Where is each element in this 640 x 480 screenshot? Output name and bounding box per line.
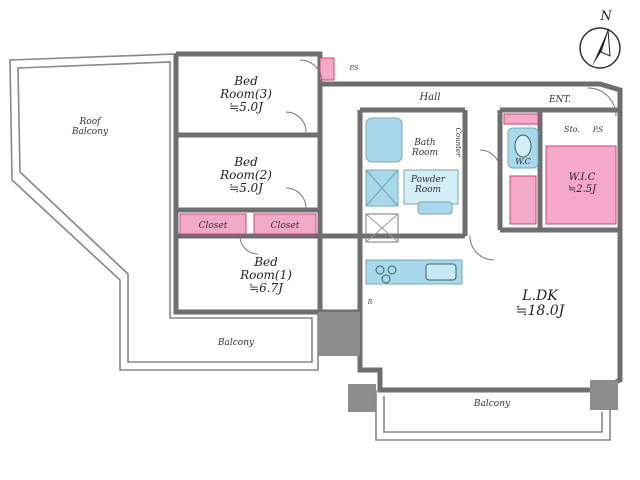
shoe-closet xyxy=(509,175,537,225)
compass-ring xyxy=(579,27,621,69)
walk-in-closet xyxy=(545,145,617,225)
column-south-west xyxy=(348,384,376,412)
north-arrow-icon xyxy=(592,30,608,66)
closet-a-label: Closet xyxy=(199,221,228,231)
south-balcony-outline xyxy=(375,390,611,441)
storage-label: Sto. xyxy=(564,125,580,134)
small-closet xyxy=(319,57,335,81)
wc-shelf xyxy=(503,113,539,125)
hall-label: Hall xyxy=(418,92,440,103)
entrance-label: ENT. xyxy=(548,95,571,105)
r-mark-label: R xyxy=(367,299,373,306)
wash-basin xyxy=(417,201,453,215)
fridge-space xyxy=(365,213,399,243)
counter-label: Counter xyxy=(454,128,462,158)
powder-room-floor xyxy=(403,169,459,205)
stove-burner-icon xyxy=(375,265,385,275)
closet-b-label: Closet xyxy=(271,221,300,231)
compass-label: N xyxy=(599,9,612,24)
west-balcony-label: Balcony xyxy=(217,338,255,348)
compass: N xyxy=(579,9,621,69)
closet-a xyxy=(179,213,247,235)
kitchen-sink xyxy=(425,263,457,281)
ps-small-label: P.S xyxy=(349,65,359,72)
wic-label: W.I.C≒2.5J xyxy=(568,172,597,195)
ps-label: P.S xyxy=(592,126,604,134)
ldk-label: L.DK≒18.0J xyxy=(516,288,566,319)
toilet-icon xyxy=(514,134,532,158)
column-west xyxy=(318,312,360,356)
south-balcony-label: Balcony xyxy=(473,399,511,409)
bathtub xyxy=(365,117,403,163)
wc-label: W.C xyxy=(515,157,531,166)
column-south-east xyxy=(590,380,618,410)
closet-b xyxy=(253,213,317,235)
